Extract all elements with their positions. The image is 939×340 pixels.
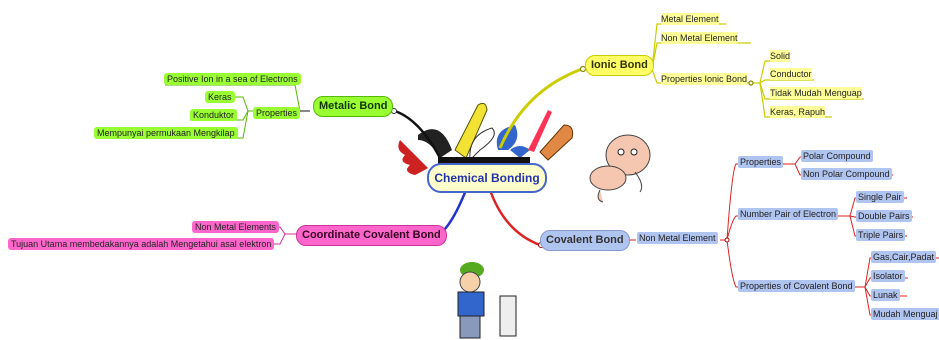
- covalent-bond-property-item[interactable]: Isolator: [871, 270, 905, 282]
- ionic-metal-element[interactable]: Metal Element: [661, 13, 719, 25]
- covalent-pair-item[interactable]: Single Pair: [856, 191, 904, 203]
- covalent-properties-of-bond[interactable]: Properties of Covalent Bond: [738, 280, 855, 292]
- coordinate-item[interactable]: Tujuan Utama membedakannya adalah Menget…: [8, 238, 275, 250]
- covalent-bond-property-item[interactable]: Gas,Cair,Padat: [871, 251, 937, 263]
- metalic-property-item[interactable]: Keras: [205, 91, 235, 103]
- covalent-bond-property-item[interactable]: Mudah Menguaj: [871, 308, 939, 320]
- covalent-pair-item[interactable]: Double Pairs: [856, 210, 912, 222]
- ionic-non-metal-element[interactable]: Non Metal Element: [661, 32, 738, 44]
- covalent-property-item[interactable]: Non Polar Compound: [801, 168, 892, 180]
- coordinate-covalent-bond-node[interactable]: Coordinate Covalent Bond: [296, 225, 447, 246]
- metalic-positive-ion[interactable]: Positive Ion in a sea of Electrons: [164, 73, 301, 85]
- covalent-bond-node[interactable]: Covalent Bond: [540, 230, 630, 251]
- tools-illustration: [398, 102, 574, 175]
- ionic-property-item[interactable]: Conductor: [770, 68, 812, 80]
- covalent-properties[interactable]: Properties: [738, 156, 784, 168]
- baby-illustration: [589, 134, 651, 203]
- covalent-property-item[interactable]: Polar Compound: [801, 150, 873, 162]
- ionic-property-item[interactable]: Keras, Rapuh: [770, 106, 826, 118]
- covalent-pair-item[interactable]: Triple Pairs: [856, 229, 906, 241]
- boy-illustration: [457, 262, 517, 339]
- ionic-property-item[interactable]: Solid: [770, 50, 791, 62]
- metalic-properties[interactable]: Properties: [253, 107, 301, 119]
- metalic-property-item[interactable]: Konduktor: [190, 109, 238, 121]
- ionic-properties[interactable]: Properties Ionic Bond: [661, 73, 748, 85]
- ionic-property-item[interactable]: Tidak Mudah Menguap: [770, 87, 862, 99]
- central-topic[interactable]: Chemical Bonding: [427, 163, 547, 193]
- covalent-bond-property-item[interactable]: Lunak: [871, 289, 900, 301]
- metalic-branch-lines: [95, 84, 442, 159]
- coordinate-item[interactable]: Non Metal Elements: [192, 221, 280, 233]
- metalic-bond-node[interactable]: Metalic Bond: [313, 96, 394, 117]
- ionic-bond-node[interactable]: Ionic Bond: [585, 55, 654, 76]
- covalent-number-pair[interactable]: Number Pair of Electron: [738, 208, 839, 220]
- covalent-non-metal-element[interactable]: Non Metal Element: [637, 232, 718, 244]
- metalic-property-item[interactable]: Mempunyai permukaan Mengkilap: [94, 127, 238, 139]
